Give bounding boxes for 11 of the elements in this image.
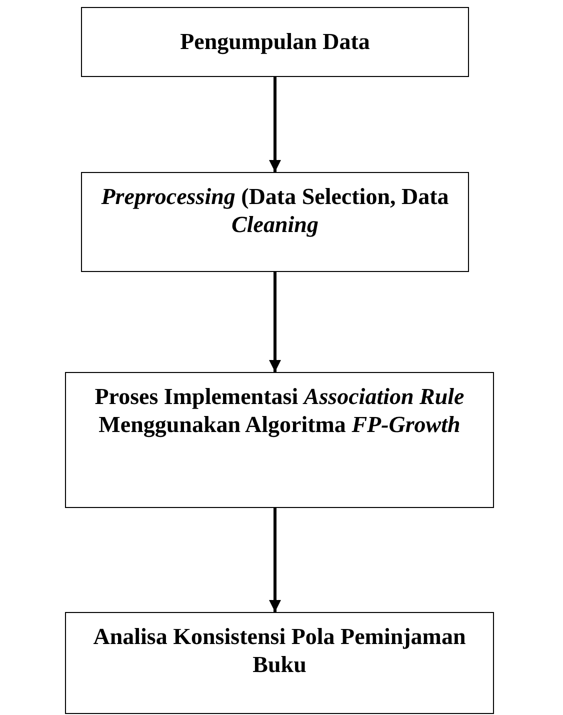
arrow xyxy=(269,508,281,612)
process-box xyxy=(81,172,469,272)
arrow xyxy=(269,77,281,172)
box-text: Preprocessing (Data Selection, Data Cleaning xyxy=(100,183,450,238)
box-text: Pengumpulan Data xyxy=(180,28,370,56)
process-box xyxy=(65,372,494,508)
arrow xyxy=(269,272,281,372)
process-box xyxy=(65,612,494,714)
box-text: Proses Implementasi Association Rule Menggunakan Algoritma FP-Growth xyxy=(94,383,466,438)
process-box xyxy=(81,7,469,77)
box-text: Analisa Konsistensi Pola Peminjaman Buku xyxy=(92,623,467,678)
